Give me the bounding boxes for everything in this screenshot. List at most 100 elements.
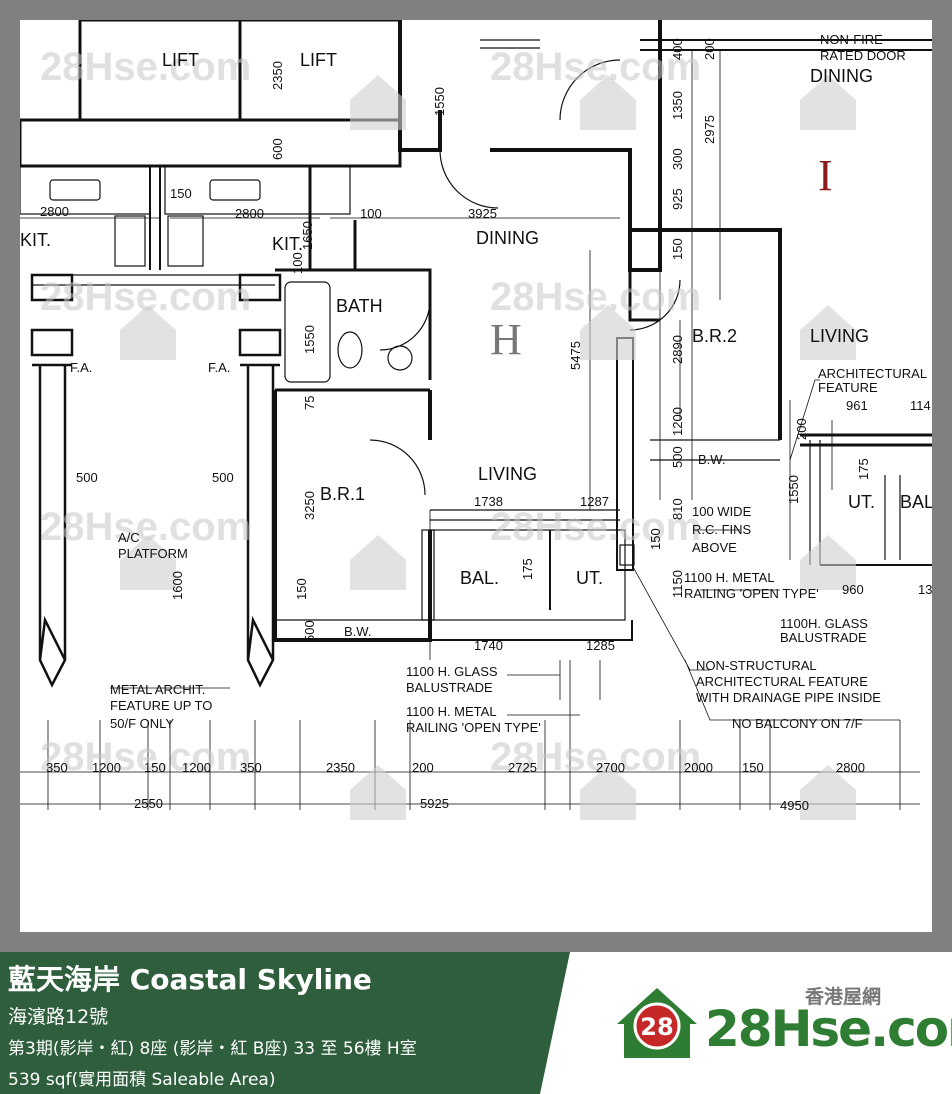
watermark: 28Hse.com (40, 735, 251, 779)
dimension-label: 150 (294, 578, 309, 600)
dimension-lines (20, 50, 920, 810)
door-swing-top (559, 59, 621, 121)
annotation: BALUSTRADE (406, 680, 493, 695)
dimension-label: 350 (240, 760, 262, 775)
listing-info-panel: 藍天海岸 Coastal Skyline 海濱路12號 第3期(影岸・紅) 8座… (0, 952, 570, 1094)
unit-i-top-wall (640, 39, 932, 51)
dimension-label: 2975 (702, 115, 717, 144)
floor-plan-drawing: 28Hse.com 28Hse.com 28Hse.com 28Hse.com … (20, 20, 932, 820)
annotation: METAL ARCHIT. (110, 682, 205, 697)
dimension-label: 175 (520, 558, 535, 580)
watermark: 28Hse.com (490, 735, 701, 779)
room-label-utility: UT. (576, 568, 603, 588)
annotation: NON-STRUCTURAL (696, 658, 817, 673)
dimension-label: 2890 (670, 335, 685, 364)
dimension-label: 150 (144, 760, 166, 775)
room-label-dining-unit-i: DINING (810, 66, 873, 86)
bathtub (284, 281, 331, 383)
brand-name[interactable]: 28Hse.com (705, 1000, 952, 1058)
annotation: 50/F ONLY (110, 716, 174, 731)
dimension-label: 1350 (670, 91, 685, 120)
dimension-label: 1600 (170, 571, 185, 600)
room-label-bay-window: B.W. (344, 624, 371, 639)
annotation: FEATURE UP TO (110, 698, 212, 713)
bw-ledge-left (275, 619, 430, 641)
annotation: ABOVE (692, 540, 737, 555)
room-label-kitchen: KIT. (20, 230, 51, 250)
bal-front-edge (430, 620, 633, 641)
watermark: 28Hse.com (40, 45, 251, 89)
annotation: RAILING 'OPEN TYPE' (684, 586, 819, 601)
dimension-label: 1200 (670, 407, 685, 436)
toilet (337, 331, 363, 369)
estate-address: 海濱路12號 (8, 1006, 109, 1028)
dimension-label: 200 (702, 38, 717, 60)
listing-footer: 藍天海岸 Coastal Skyline 海濱路12號 第3期(影岸・紅) 8座… (0, 952, 952, 1094)
dimension-label: 2800 (40, 204, 69, 219)
room-label-utility-right: UT. (848, 492, 875, 512)
dimension-label: 175 (856, 458, 871, 480)
annotation: RAILING 'OPEN TYPE' (406, 720, 541, 735)
dimension-label: 1200 (92, 760, 121, 775)
room-label-living-unit-i: LIVING (810, 326, 869, 346)
dimension-label: 200 (412, 760, 434, 775)
floor-plan: 28Hse.com 28Hse.com 28Hse.com 28Hse.com … (20, 20, 932, 932)
fa-shaft-left (30, 273, 74, 688)
dimension-label: 2700 (596, 760, 625, 775)
dimension-label: 4950 (780, 798, 809, 813)
dimension-label: 2000 (684, 760, 713, 775)
watermark-house-icons (120, 75, 856, 820)
room-label-balcony: BAL. (460, 568, 499, 588)
room-label-fa: F.A. (208, 360, 230, 375)
dimension-label: 150 (670, 238, 685, 260)
room-label-dining: DINING (476, 228, 539, 248)
dimension-label: 3925 (468, 206, 497, 221)
room-label-bedroom-1: B.R.1 (320, 484, 365, 504)
br2-door-swing (629, 279, 681, 331)
saleable-area: 539 sqf(實用面積 Saleable Area) (8, 1070, 276, 1090)
room-label-balcony-right: BAL (900, 492, 932, 512)
dimension-label: 2800 (836, 760, 865, 775)
dimension-label: 1285 (586, 638, 615, 653)
dimension-label: 1150 (670, 570, 685, 598)
room-label-ac-platform: A/C (118, 530, 140, 545)
dimension-label: 1550 (432, 87, 447, 116)
room-label-bath: BATH (336, 296, 383, 316)
dimension-label: 150 (648, 528, 663, 550)
estate-title: 藍天海岸 Coastal Skyline (8, 963, 372, 996)
watermarks: 28Hse.com 28Hse.com 28Hse.com 28Hse.com … (40, 45, 856, 820)
drainage-pipe (619, 544, 635, 566)
dimension-label: 500 (302, 620, 317, 642)
br2-door-jamb (628, 270, 660, 322)
fa-shaft-mid (238, 273, 282, 688)
dimension-label: 500 (212, 470, 234, 485)
vertical-dimension-labels: 2350 600 1550 400 200 1350 2975 300 925 … (170, 38, 871, 642)
dimension-label: 1200 (182, 760, 211, 775)
annotation: FEATURE (818, 380, 878, 395)
room-label-kitchen: KIT. (272, 234, 303, 254)
bath-door-swing (379, 299, 431, 351)
sink-left (49, 179, 101, 201)
right-unit-wall (800, 433, 932, 447)
bw-ledge-right (650, 439, 780, 461)
annotation: 100 WIDE (692, 504, 752, 519)
dimension-label: 5925 (420, 796, 449, 811)
annotation: ARCHITECTURAL (818, 366, 927, 381)
fa-rail (32, 274, 275, 286)
annotation: 1100 H. METAL (406, 704, 497, 719)
lift-lobby-wall (20, 118, 402, 168)
dimension-label: 2800 (235, 206, 264, 221)
dimension-label: 13 (918, 582, 932, 597)
dimension-label: 300 (670, 148, 685, 170)
annotations: NON-FIRE RATED DOOR ARCHITECTURAL FEATUR… (110, 32, 927, 735)
leader-lines (110, 379, 900, 721)
annotation: WITH DRAINAGE PIPE INSIDE (696, 690, 881, 705)
br1-door-swing (369, 439, 426, 496)
bath-walls (275, 268, 432, 392)
dimension-label: 1550 (302, 325, 317, 354)
dimension-label: 2725 (508, 760, 537, 775)
dimension-label: 2550 (134, 796, 163, 811)
annotation: BALUSTRADE (780, 630, 867, 645)
watermark: 28Hse.com (490, 45, 701, 89)
room-label-lift: LIFT (300, 50, 337, 70)
